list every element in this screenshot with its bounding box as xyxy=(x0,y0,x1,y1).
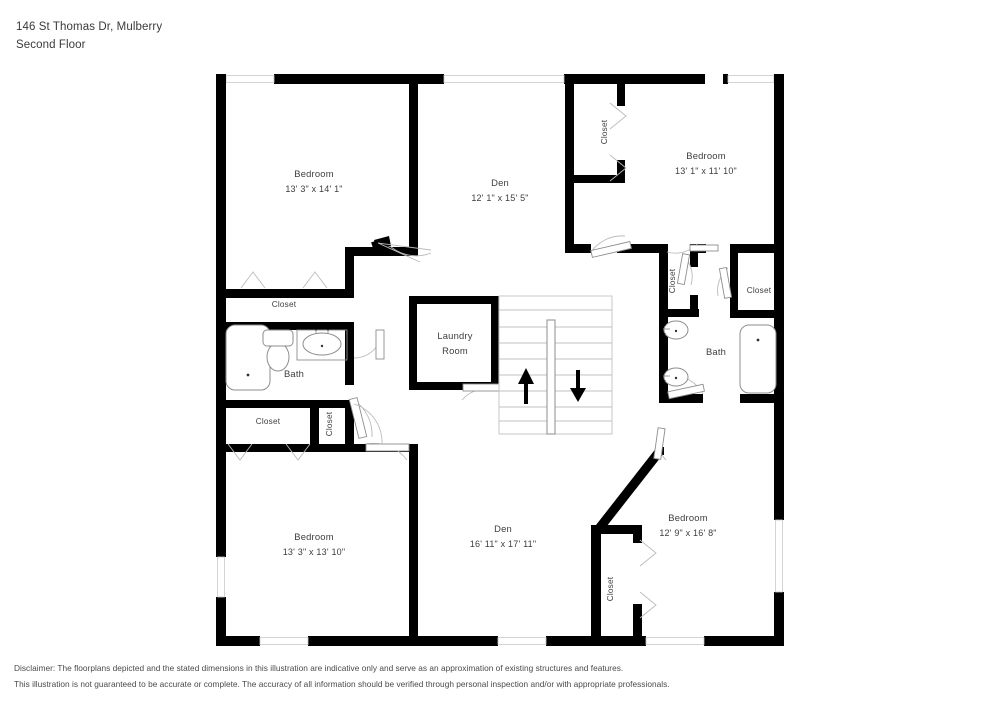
bedroom-bottom-right-label: Bedroom xyxy=(668,512,707,523)
door-arc-closet-den-b xyxy=(609,154,627,182)
den-top-dim: 12' 1" x 15' 5" xyxy=(471,193,528,203)
closet-mid-left-small-label: Closet xyxy=(325,411,334,436)
door-panel-laundry xyxy=(462,383,500,392)
bedroom-bottom-left-dim: 13' 3" x 13' 10" xyxy=(283,547,346,557)
window-right-1 xyxy=(775,519,783,593)
door-arc-den-top xyxy=(590,235,626,253)
window-bottom-1 xyxy=(259,637,309,645)
bedroom-bottom-left-label: Bedroom xyxy=(294,531,333,542)
door-arc-closet-tl-a xyxy=(240,271,266,289)
bedroom-top-left-dim: 13' 3" x 14' 1" xyxy=(285,184,342,194)
window-bottom-3 xyxy=(645,637,705,645)
door-arc-closet-br-a xyxy=(639,539,657,567)
bedroom-top-right-dim: 13' 1" x 11' 10" xyxy=(675,166,737,176)
bath-right-label: Bath xyxy=(706,346,726,357)
down-arrow-icon xyxy=(570,370,586,402)
den-top-label: Den xyxy=(491,177,509,188)
bath-left-fixtures: Bath xyxy=(225,324,348,391)
den-bottom-dim: 16' 11" x 17' 11" xyxy=(470,539,536,549)
property-address: 146 St Thomas Dr, Mulberry xyxy=(16,21,163,33)
door-arc-closet-br-b xyxy=(639,591,657,619)
bedroom-bottom-right-dim: 12' 9" x 16' 8" xyxy=(659,528,716,538)
up-arrow-icon xyxy=(518,368,534,404)
disclaimer-line-1: Disclaimer: The floorplans depicted and … xyxy=(14,663,624,673)
bedroom-top-right-label: Bedroom xyxy=(686,150,725,161)
closet-den-top-label: Closet xyxy=(600,119,609,144)
disclaimer-block: Disclaimer: The floorplans depicted and … xyxy=(14,660,974,692)
window-top-3 xyxy=(727,75,775,83)
laundry-room-label-line2: Room xyxy=(442,345,468,356)
floor-label: Second Floor xyxy=(16,39,86,51)
bedroom-top-left-label: Bedroom xyxy=(294,168,333,179)
bath-left-label: Bath xyxy=(284,368,304,379)
closet-labels: Closet Closet Closet Closet Closet Close… xyxy=(256,119,772,601)
disclaimer-line-2: This illustration is not guaranteed to b… xyxy=(14,679,670,689)
interior-walls xyxy=(216,84,784,646)
door-arc-closet-ml-b xyxy=(285,443,311,461)
door-arc-closet-den-a xyxy=(609,102,627,130)
doors xyxy=(227,102,733,619)
window-top-2 xyxy=(443,75,565,83)
bath-right-fixtures: Bath xyxy=(661,320,777,394)
den-bottom-label: Den xyxy=(494,523,512,534)
closet-bath-right-b-label: Closet xyxy=(747,286,772,295)
window-left-1 xyxy=(217,556,225,598)
window-bottom-2 xyxy=(497,637,547,645)
laundry-room-label-line1: Laundry xyxy=(437,330,472,341)
stairs xyxy=(498,295,613,435)
door-arc-closet-tl-b xyxy=(302,271,328,289)
closet-bath-right-a-label: Closet xyxy=(668,268,677,293)
window-top-1 xyxy=(225,75,275,83)
door-arc-hall-left xyxy=(353,403,383,445)
room-labels: Bedroom 13' 3" x 14' 1" Den 12' 1" x 15'… xyxy=(283,150,737,557)
closet-mid-left-label: Closet xyxy=(256,417,281,426)
closet-top-left-label: Closet xyxy=(272,300,297,309)
door-arc-closet-ml-a xyxy=(227,443,253,461)
laundry-room: Laundry Room xyxy=(409,296,500,401)
title-block: 146 St Thomas Dr, Mulberry Second Floor xyxy=(16,18,162,54)
closet-bottom-right-label: Closet xyxy=(606,576,615,601)
